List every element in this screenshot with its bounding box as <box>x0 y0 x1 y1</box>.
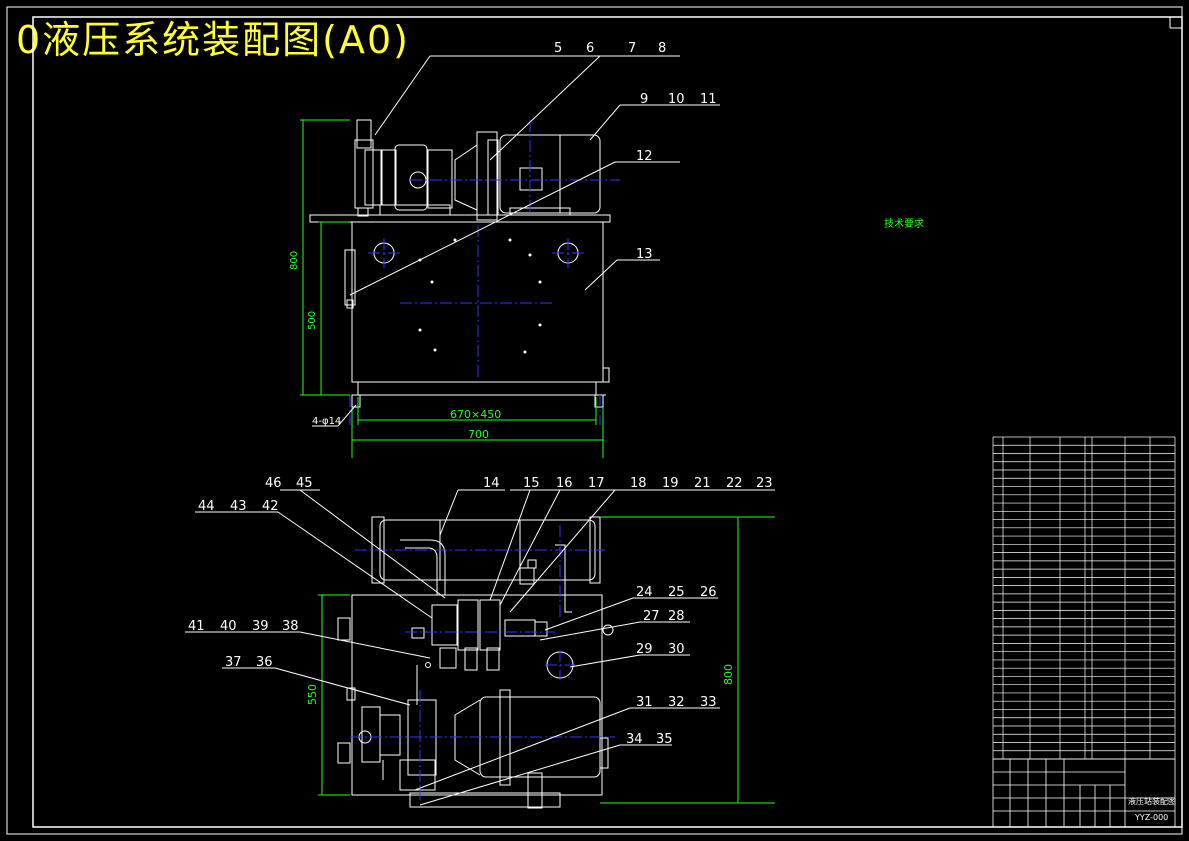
callout-30: 30 <box>668 642 685 657</box>
dim-bottom-height-right: 800 <box>722 664 735 685</box>
callout-43: 43 <box>230 499 247 514</box>
top-view-front-elevation <box>309 119 611 408</box>
dim-base-inner: 670×450 <box>450 408 501 421</box>
callout-7: 7 <box>628 41 636 56</box>
technical-requirements: 技术要求 <box>813 219 995 234</box>
title-block-grid <box>992 758 1176 828</box>
bottom-view-leaders <box>185 489 775 806</box>
callout-11: 11 <box>700 92 717 107</box>
title-block-drawing-number: YYZ-000 <box>1134 813 1168 822</box>
callout-5: 5 <box>554 41 562 56</box>
callout-8: 8 <box>658 41 666 56</box>
callout-14: 14 <box>483 476 500 491</box>
dim-top-height-tank: 500 <box>307 311 318 330</box>
callout-35: 35 <box>656 732 673 747</box>
dim-top-height-total: 800 <box>289 251 300 270</box>
drawing-frame <box>6 6 1183 835</box>
callout-33: 33 <box>700 695 717 710</box>
callout-41: 41 <box>188 619 205 634</box>
bottom-view-dimensions <box>318 516 775 804</box>
parts-list-grid <box>992 436 1176 760</box>
callout-46: 46 <box>265 476 282 491</box>
callout-44: 44 <box>198 499 215 514</box>
holes-leader <box>312 404 357 427</box>
callout-23: 23 <box>756 476 773 491</box>
callout-19: 19 <box>662 476 679 491</box>
callout-42: 42 <box>262 499 279 514</box>
callout-12: 12 <box>636 149 653 164</box>
callout-24: 24 <box>636 585 653 600</box>
callout-37: 37 <box>225 655 242 670</box>
bottom-view-plan <box>337 516 614 809</box>
callout-39: 39 <box>252 619 269 634</box>
title-block-drawing-name: 液压站装配图 <box>1128 796 1176 806</box>
callout-32: 32 <box>668 695 685 710</box>
callout-29: 29 <box>636 642 653 657</box>
callout-21: 21 <box>694 476 711 491</box>
callout-18: 18 <box>630 476 647 491</box>
callout-34: 34 <box>626 732 643 747</box>
callout-28: 28 <box>668 609 685 624</box>
callout-10: 10 <box>668 92 685 107</box>
callout-17: 17 <box>588 476 605 491</box>
callout-26: 26 <box>700 585 717 600</box>
callout-6: 6 <box>586 41 594 56</box>
callout-38: 38 <box>282 619 299 634</box>
callout-27: 27 <box>643 609 660 624</box>
top-view-leaders <box>349 55 720 296</box>
callout-16: 16 <box>556 476 573 491</box>
callout-9: 9 <box>640 92 648 107</box>
top-view-dimensions <box>300 119 604 458</box>
callout-25: 25 <box>668 585 685 600</box>
top-view-centerlines <box>349 120 620 425</box>
dim-holes: 4-φ14 <box>312 416 341 427</box>
drawing-title: 0液压系统装配图(A0) <box>16 18 410 62</box>
callout-36: 36 <box>256 655 273 670</box>
callout-45: 45 <box>296 476 313 491</box>
callout-40: 40 <box>220 619 237 634</box>
tech-requirements-heading: 技术要求 <box>884 219 924 230</box>
top-view-small-holes <box>418 238 542 354</box>
callout-13: 13 <box>636 247 653 262</box>
dim-base-width: 700 <box>468 428 489 441</box>
callout-31: 31 <box>636 695 653 710</box>
callout-15: 15 <box>523 476 540 491</box>
callout-22: 22 <box>726 476 743 491</box>
dim-bottom-height-left: 550 <box>306 684 319 705</box>
